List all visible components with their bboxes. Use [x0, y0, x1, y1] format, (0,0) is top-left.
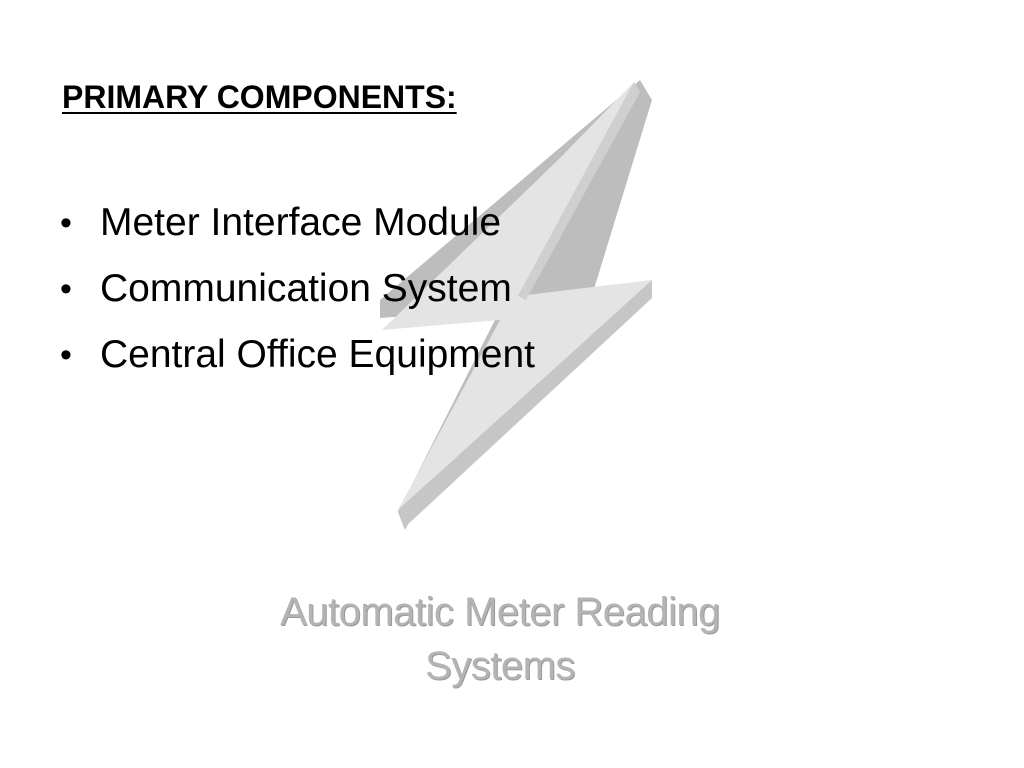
- bullet-icon: •: [60, 204, 72, 242]
- list-item: • Communication System: [58, 256, 535, 322]
- list-item-text: Meter Interface Module: [100, 201, 502, 244]
- bullet-icon: •: [60, 336, 72, 374]
- watermark-line-1: Automatic Meter Reading: [280, 590, 720, 634]
- list-item: • Central Office Equipment: [58, 322, 535, 388]
- watermark-title: Automatic Meter Reading Systems: [240, 585, 760, 693]
- watermark-line-2: Systems: [425, 644, 575, 688]
- slide-title: PRIMARY COMPONENTS:: [62, 79, 457, 115]
- lightning-bolt-face: [382, 82, 652, 510]
- lightning-bolt-edge: [518, 82, 640, 300]
- lightning-bolt-edge-lower: [398, 280, 652, 528]
- list-item-text: Communication System: [100, 267, 512, 310]
- list-item: • Meter Interface Module: [58, 190, 535, 256]
- list-item-text: Central Office Equipment: [100, 333, 535, 376]
- bullet-list: • Meter Interface Module • Communication…: [58, 190, 535, 388]
- bullet-icon: •: [60, 270, 72, 308]
